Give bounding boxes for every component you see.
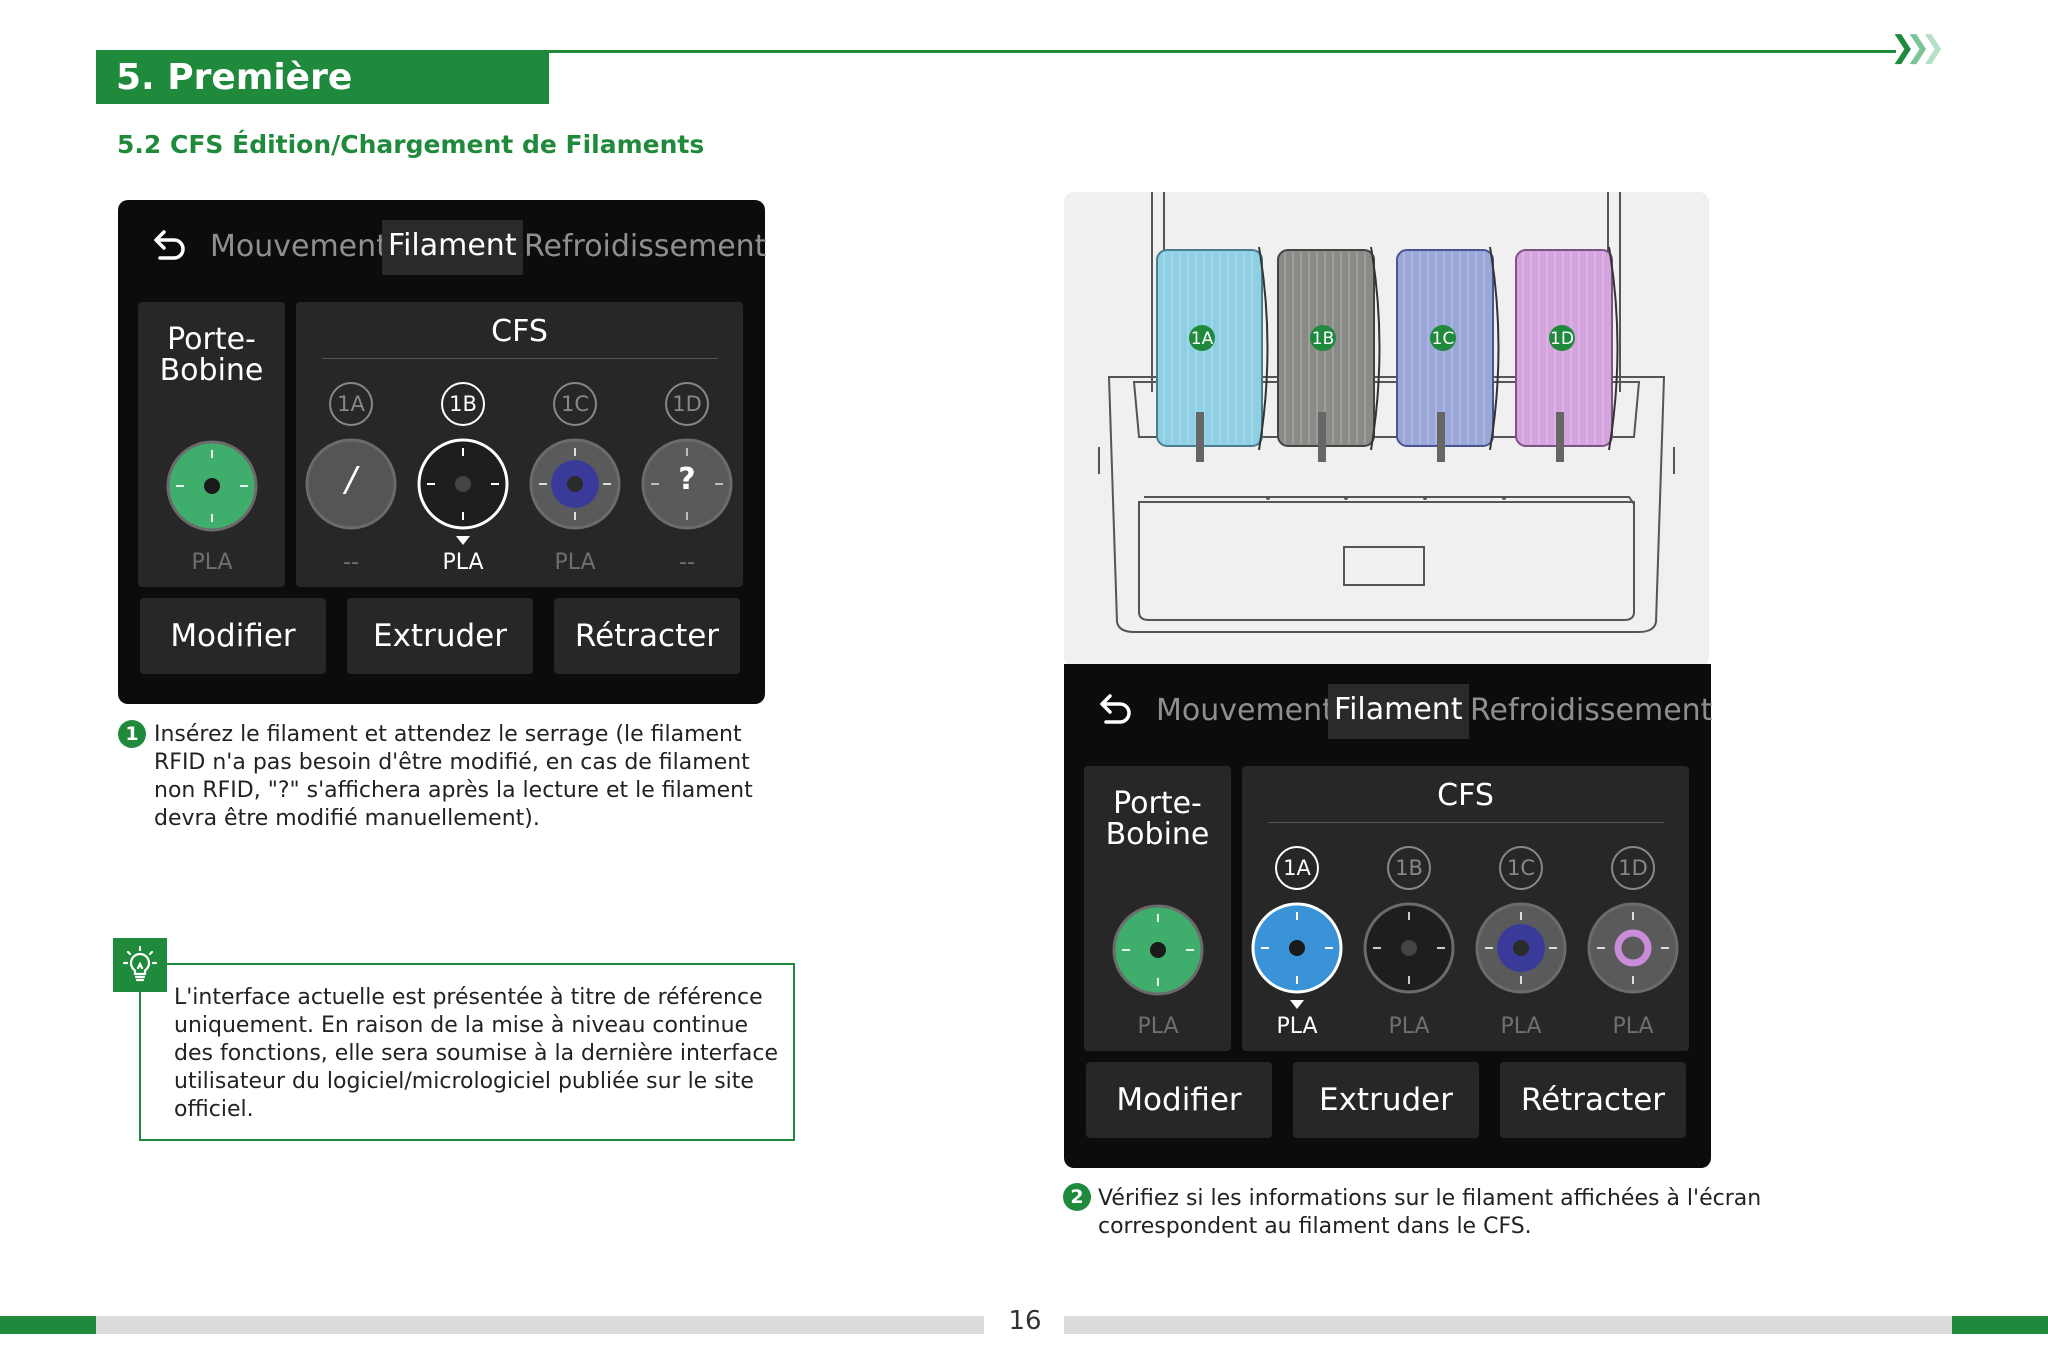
slot-1d-label: 1D: [1611, 846, 1655, 890]
tab-filament[interactable]: Filament: [382, 220, 523, 275]
slot-1d-label: 1D: [665, 382, 709, 426]
modify-button[interactable]: Modifier: [140, 598, 326, 674]
slot-1d-symbol: ?: [678, 462, 696, 497]
slot-1d-spool[interactable]: [1587, 902, 1679, 994]
slot-1a-material: PLA: [1276, 1014, 1318, 1039]
slot-1c-material: PLA: [1500, 1014, 1542, 1039]
chevron-right-icon: ❯❯❯: [1890, 30, 1946, 65]
slot-1b-material: PLA: [1388, 1014, 1430, 1039]
slot-1c-spool[interactable]: [1475, 902, 1567, 994]
cfs-divider: [1268, 822, 1664, 823]
footer-bar-right: [1064, 1316, 1952, 1334]
spool-holder-spool-icon: [1112, 904, 1204, 996]
spool-holder-label: Porte- Bobine: [159, 322, 264, 388]
footer-bar-left: [96, 1316, 984, 1334]
cfs-panel: CFS 1A 1B 1C 1D PLA PLA PLA PLA: [1242, 766, 1689, 1051]
tip-text: L'interface actuelle est présentée à tit…: [174, 985, 779, 1122]
lightbulb-icon: [113, 938, 167, 992]
slot-1a-spool[interactable]: [1251, 902, 1343, 994]
step-1-text: Insérez le filament et attendez le serra…: [154, 722, 753, 831]
section-subtitle: 5.2 CFS Édition/Chargement de Filaments: [117, 130, 705, 159]
slot-1b-spool[interactable]: [1363, 902, 1455, 994]
illus-label-1a: 1A: [1191, 329, 1214, 349]
retract-button[interactable]: Rétracter: [554, 598, 740, 674]
slot-1c-spool[interactable]: [529, 438, 621, 530]
extrude-button[interactable]: Extruder: [1293, 1062, 1479, 1138]
footer-bar-left-accent: [0, 1316, 96, 1334]
illus-label-1d: 1D: [1550, 329, 1574, 349]
slot-1b-material: PLA: [442, 550, 484, 575]
screen-tab-bar: Mouvement Filament Refroidissement: [1076, 676, 1712, 746]
cfs-illustration: 1A 1B 1C 1D: [1064, 192, 1709, 667]
spool-holder-material: PLA: [1137, 1014, 1179, 1039]
spool-holder-panel[interactable]: Porte- Bobine PLA: [138, 302, 285, 587]
tab-refroidissement[interactable]: Refroidissement: [1470, 693, 1713, 728]
slot-1d-spool[interactable]: ?: [641, 438, 733, 530]
spool-holder-label: Porte- Bobine: [1105, 786, 1210, 852]
slot-1c-label: 1C: [1499, 846, 1543, 890]
slot-1b-spool[interactable]: [417, 438, 509, 530]
slot-1d-material: --: [679, 550, 695, 575]
slot-1a-spool[interactable]: /: [305, 438, 397, 530]
cfs-title: CFS: [491, 314, 548, 349]
slot-1c-material: PLA: [554, 550, 596, 575]
slot-1c-label: 1C: [553, 382, 597, 426]
cfs-title: CFS: [1437, 778, 1494, 813]
tab-refroidissement[interactable]: Refroidissement: [524, 229, 767, 264]
footer-bar-right-accent: [1952, 1316, 2048, 1334]
cfs-panel: CFS 1A 1B 1C 1D / ? -- PLA PLA --: [296, 302, 743, 587]
illus-label-1b: 1B: [1312, 329, 1334, 349]
step-2-badge: 2: [1063, 1183, 1091, 1211]
tip-box: [139, 963, 795, 1141]
slot-1a-label: 1A: [1275, 846, 1319, 890]
modify-button[interactable]: Modifier: [1086, 1062, 1272, 1138]
slot-1a-symbol: /: [345, 460, 357, 500]
spool-holder-panel[interactable]: Porte- Bobine PLA: [1084, 766, 1231, 1051]
slot-1a-material: --: [343, 550, 359, 575]
screen-tab-bar: Mouvement Filament Refroidissement: [130, 212, 766, 282]
active-slot-pointer-icon: [1290, 1000, 1304, 1009]
printer-screen-1: Mouvement Filament Refroidissement Porte…: [118, 200, 766, 704]
page-number: 16: [1008, 1306, 1042, 1336]
page-title: 5. Première Impression: [96, 52, 549, 150]
spool-holder-spool-icon: [166, 440, 258, 532]
spool-holder-material: PLA: [191, 550, 233, 575]
slot-1d-material: PLA: [1612, 1014, 1654, 1039]
slot-1a-label: 1A: [329, 382, 373, 426]
cfs-divider: [322, 358, 718, 359]
slot-1b-label: 1B: [441, 382, 485, 426]
retract-button[interactable]: Rétracter: [1500, 1062, 1686, 1138]
active-slot-pointer-icon: [456, 536, 470, 545]
step-2-text: Vérifiez si les informations sur le fila…: [1098, 1186, 1762, 1239]
back-arrow-icon[interactable]: [150, 226, 190, 266]
step-1-badge: 1: [118, 720, 146, 748]
slot-1b-label: 1B: [1387, 846, 1431, 890]
printer-screen-2: Mouvement Filament Refroidissement Porte…: [1064, 664, 1712, 1168]
illus-label-1c: 1C: [1432, 329, 1455, 349]
tab-filament[interactable]: Filament: [1328, 684, 1469, 739]
tab-mouvement[interactable]: Mouvement: [210, 229, 388, 264]
tab-mouvement[interactable]: Mouvement: [1156, 693, 1334, 728]
extrude-button[interactable]: Extruder: [347, 598, 533, 674]
back-arrow-icon[interactable]: [1096, 690, 1136, 730]
header-rule: [96, 50, 1896, 53]
